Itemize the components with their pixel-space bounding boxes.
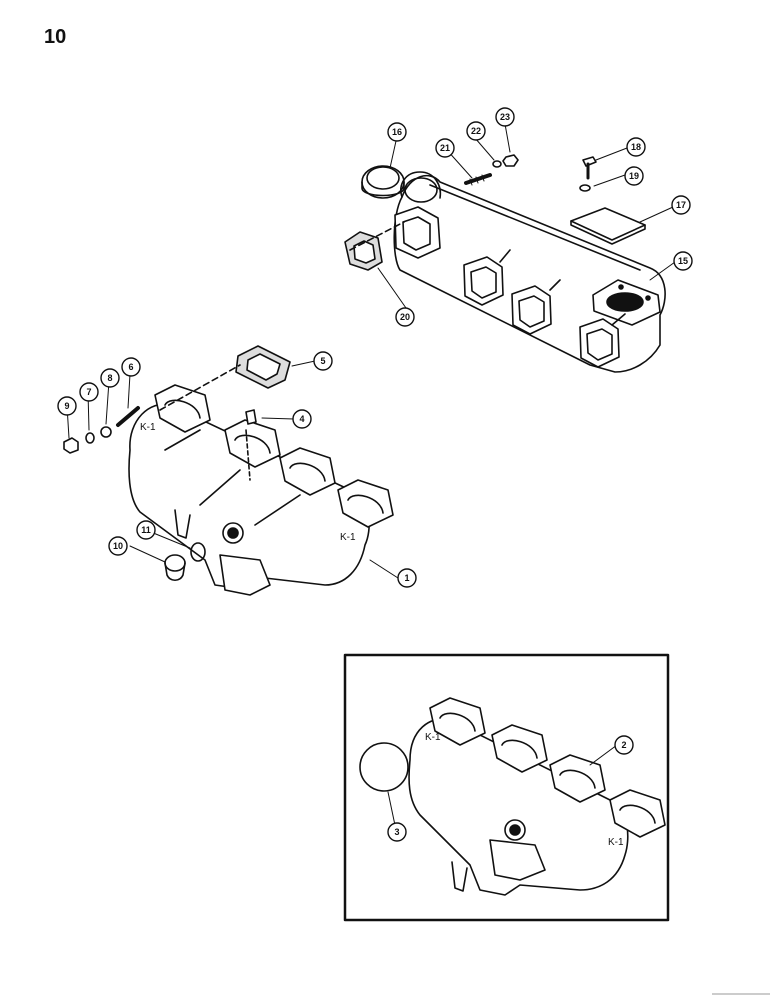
callout-7: 7	[86, 387, 91, 397]
cover-plate-edge	[570, 220, 646, 245]
callout-5: 5	[320, 356, 325, 366]
lockwasher-icon	[85, 432, 95, 444]
plug-disc-icon	[359, 742, 409, 792]
svg-text:K-1: K-1	[425, 732, 441, 743]
plug-icon	[164, 554, 186, 582]
callout-16: 16	[392, 127, 402, 137]
lockwasher-icon	[492, 160, 502, 168]
callout-11: 11	[141, 525, 151, 535]
manifold-variant-icon: K-1 K-1	[408, 697, 666, 896]
callout-20: 20	[400, 312, 410, 322]
callout-17: 17	[676, 200, 686, 210]
cover-plate-icon	[570, 207, 646, 241]
nut-icon	[502, 154, 519, 167]
callout-3: 3	[394, 827, 399, 837]
callout-18: 18	[631, 142, 641, 152]
callout-19: 19	[629, 171, 639, 181]
fitting-icon	[245, 409, 257, 425]
stud-icon	[116, 406, 140, 427]
lockwasher-icon	[579, 184, 591, 192]
svg-text:K-1: K-1	[140, 422, 156, 433]
gasket-icon	[235, 345, 291, 389]
callout-15: 15	[678, 256, 688, 266]
callout-1: 1	[404, 573, 409, 583]
callout-21: 21	[440, 143, 450, 153]
alignment-line	[159, 364, 241, 411]
svg-text:K-1: K-1	[340, 532, 356, 543]
sealing-ring-icon	[361, 165, 405, 199]
exhaust-manifold-icon	[393, 171, 666, 373]
page-number: 10	[44, 26, 67, 48]
callout-8: 8	[107, 373, 112, 383]
callout-circles	[57, 107, 693, 842]
ring-icon	[190, 542, 206, 562]
inset-frame	[343, 653, 670, 922]
callout-6: 6	[128, 362, 133, 372]
callout-4: 4	[299, 414, 304, 424]
callout-22: 22	[471, 126, 481, 136]
alignment-line	[245, 429, 251, 481]
callout-9: 9	[64, 401, 69, 411]
washer-icon	[100, 426, 112, 438]
callout-10: 10	[113, 541, 123, 551]
callout-2: 2	[621, 740, 626, 750]
callout-23: 23	[500, 112, 510, 122]
alignment-line	[349, 221, 405, 251]
stud-icon	[464, 173, 492, 186]
manifold-icon: K-1 K-1	[128, 384, 394, 596]
bolt-icon	[582, 156, 597, 180]
svg-text:K-1: K-1	[608, 837, 624, 848]
nut-icon	[63, 437, 79, 454]
gasket-icon	[344, 231, 383, 271]
